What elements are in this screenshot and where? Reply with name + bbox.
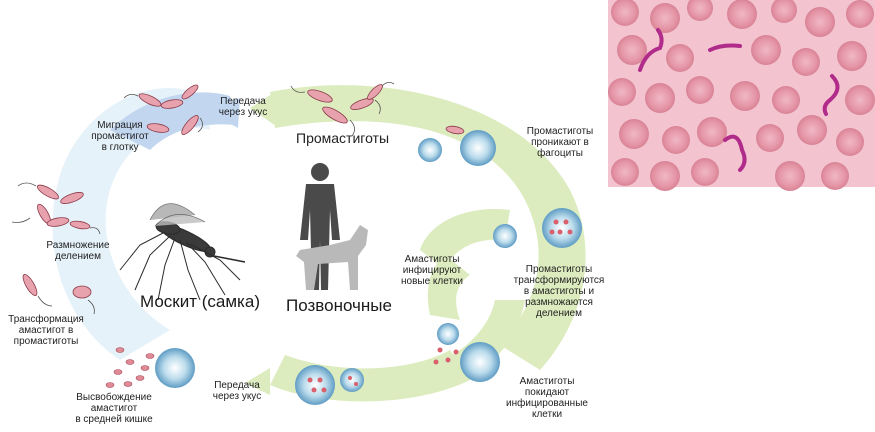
label-division: Размножение делением: [46, 240, 110, 262]
label-migration: Миграция промастигот в глотку: [91, 120, 149, 153]
label-release: Высвобождение амастигот в средней кишке: [75, 392, 153, 425]
label-bite-top: Передача через укус: [218, 96, 268, 118]
mosquito-cycle-arc: [52, 87, 240, 361]
vertebrate-hosts-illustration: [296, 163, 368, 290]
promastigotes-top-group: [123, 82, 465, 137]
label-infect-new: Амастиготы инфицируют новые клетки: [400, 254, 464, 287]
label-phagocytes: Промастиготы проникают в фагоциты: [526, 126, 594, 159]
label-promastigotes: Промастиготы: [296, 130, 390, 146]
label-vertebrates: Позвоночные: [286, 296, 392, 315]
blood-smear-micrograph: [608, 0, 875, 191]
mosquito-illustration: [119, 203, 246, 301]
promastigotes-left-group: [11, 182, 101, 315]
mosquito-midgut-cells: [105, 347, 195, 388]
host-macrophages: [295, 130, 582, 405]
label-leave-cells: Амастиготы покидают инфицированные клетк…: [506, 376, 588, 420]
label-mosquito: Москит (самка): [140, 292, 260, 311]
label-transformation: Трансформация амастигот в промастиготы: [8, 314, 84, 347]
label-transform-multiply: Промастиготы трансформируются в амастиго…: [513, 264, 605, 319]
label-bite-bottom: Передача через укус: [212, 380, 262, 402]
